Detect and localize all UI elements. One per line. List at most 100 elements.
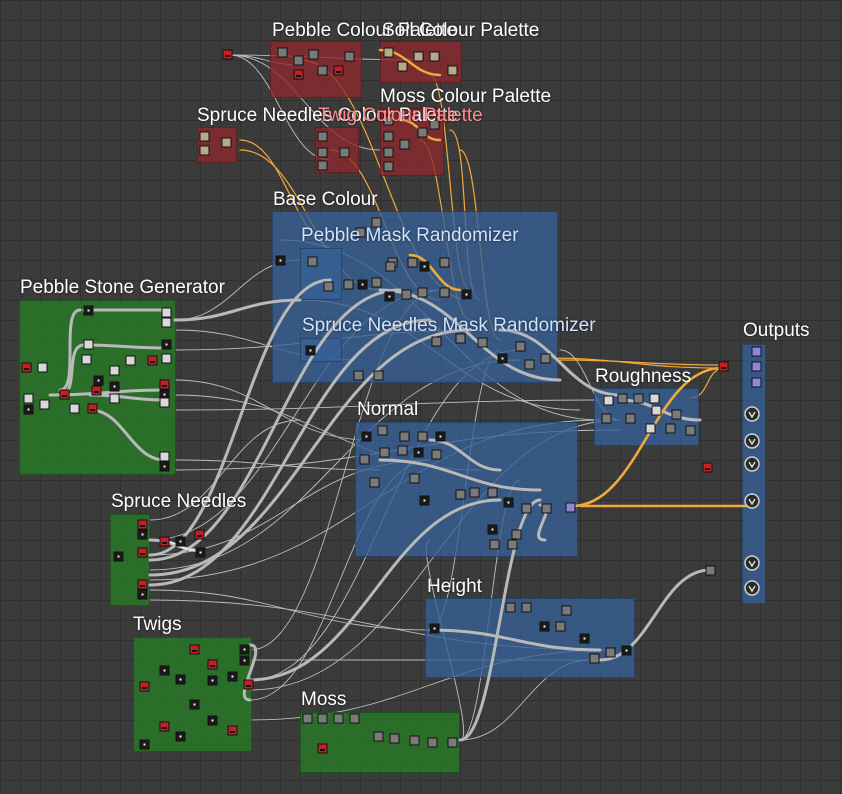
palette-node[interactable]: [317, 65, 328, 76]
graph-node[interactable]: [601, 413, 612, 424]
graph-node[interactable]: [239, 655, 250, 666]
graph-node[interactable]: [605, 647, 616, 658]
graph-node[interactable]: [705, 565, 716, 576]
graph-node[interactable]: [305, 345, 316, 356]
graph-node[interactable]: [413, 447, 424, 458]
palette-node[interactable]: [383, 161, 394, 172]
graph-node[interactable]: [343, 279, 354, 290]
graph-node[interactable]: [137, 529, 148, 540]
graph-node[interactable]: [175, 674, 186, 685]
graph-node[interactable]: [317, 713, 328, 724]
graph-node[interactable]: [461, 289, 472, 300]
graph-node[interactable]: [333, 713, 344, 724]
graph-node[interactable]: [427, 737, 438, 748]
graph-node[interactable]: [407, 257, 418, 268]
graph-node[interactable]: [385, 261, 396, 272]
palette-node[interactable]: [317, 131, 328, 142]
graph-node[interactable]: [503, 497, 514, 508]
graph-node[interactable]: [384, 291, 395, 302]
graph-node[interactable]: [275, 255, 286, 266]
palette-node[interactable]: [339, 147, 350, 158]
graph-node[interactable]: [521, 503, 532, 514]
graph-node[interactable]: [137, 579, 148, 590]
graph-node[interactable]: [357, 279, 368, 290]
graph-node[interactable]: [399, 431, 410, 442]
graph-node[interactable]: [431, 449, 442, 460]
graph-node[interactable]: [161, 339, 172, 350]
graph-node[interactable]: [161, 317, 172, 328]
graph-node[interactable]: [455, 333, 466, 344]
graph-node[interactable]: [359, 454, 370, 465]
palette-node[interactable]: [383, 47, 394, 58]
roughness-output[interactable]: [744, 456, 760, 472]
palette-node[interactable]: [383, 115, 394, 126]
graph-node[interactable]: [487, 487, 498, 498]
palette-node[interactable]: [383, 131, 394, 142]
graph-node[interactable]: [175, 536, 186, 547]
frame-pebble-mask-randomizer[interactable]: [300, 248, 342, 300]
graph-node[interactable]: [21, 362, 32, 373]
graph-node[interactable]: [645, 423, 656, 434]
graph-node[interactable]: [361, 431, 372, 442]
graph-node[interactable]: [665, 423, 676, 434]
graph-node[interactable]: [633, 393, 644, 404]
graph-node[interactable]: [751, 346, 762, 357]
graph-node[interactable]: [371, 217, 382, 228]
metallic-output[interactable]: [744, 493, 760, 509]
graph-node[interactable]: [161, 353, 172, 364]
graph-node[interactable]: [207, 675, 218, 686]
graph-node[interactable]: [589, 653, 600, 664]
graph-node[interactable]: [409, 735, 420, 746]
graph-node[interactable]: [419, 495, 430, 506]
graph-node[interactable]: [625, 413, 636, 424]
graph-node[interactable]: [497, 353, 508, 364]
graph-node[interactable]: [137, 547, 148, 558]
graph-node[interactable]: [147, 355, 158, 366]
graph-node[interactable]: [524, 359, 535, 370]
graph-node[interactable]: [207, 715, 218, 726]
graph-node[interactable]: [373, 731, 384, 742]
graph-node[interactable]: [139, 681, 150, 692]
graph-node[interactable]: [189, 699, 200, 710]
graph-node[interactable]: [227, 725, 238, 736]
graph-node[interactable]: [159, 451, 170, 462]
graph-node[interactable]: [379, 447, 390, 458]
graph-node[interactable]: [194, 529, 205, 540]
graph-node[interactable]: [515, 341, 526, 352]
graph-node[interactable]: [439, 287, 450, 298]
palette-node[interactable]: [429, 119, 440, 130]
graph-node[interactable]: [539, 621, 550, 632]
graph-node[interactable]: [651, 405, 662, 416]
graph-node[interactable]: [505, 602, 516, 613]
graph-node[interactable]: [371, 277, 382, 288]
graph-node[interactable]: [489, 539, 500, 550]
graph-node[interactable]: [302, 713, 313, 724]
graph-node[interactable]: [125, 355, 136, 366]
palette-node[interactable]: [221, 137, 232, 148]
graph-node[interactable]: [369, 477, 380, 488]
palette-node[interactable]: [317, 160, 328, 171]
graph-node[interactable]: [671, 409, 682, 420]
graph-node[interactable]: [227, 671, 238, 682]
graph-node[interactable]: [109, 365, 120, 376]
graph-node[interactable]: [81, 354, 92, 365]
graph-node[interactable]: [37, 362, 48, 373]
graph-node[interactable]: [455, 489, 466, 500]
palette-node[interactable]: [413, 51, 424, 62]
graph-node[interactable]: [353, 370, 364, 381]
palette-node[interactable]: [277, 47, 288, 58]
graph-node[interactable]: [751, 361, 762, 372]
graph-node[interactable]: [23, 404, 34, 415]
graph-node[interactable]: [447, 737, 458, 748]
graph-node[interactable]: [349, 713, 360, 724]
palette-node[interactable]: [397, 61, 408, 72]
graph-node[interactable]: [109, 393, 120, 404]
graph-node[interactable]: [579, 633, 590, 644]
graph-node[interactable]: [417, 431, 428, 442]
graph-node[interactable]: [649, 393, 660, 404]
graph-node[interactable]: [718, 361, 729, 372]
graph-node[interactable]: [409, 473, 420, 484]
graph-node[interactable]: [87, 403, 98, 414]
graph-node[interactable]: [541, 503, 552, 514]
graph-node[interactable]: [83, 339, 94, 350]
